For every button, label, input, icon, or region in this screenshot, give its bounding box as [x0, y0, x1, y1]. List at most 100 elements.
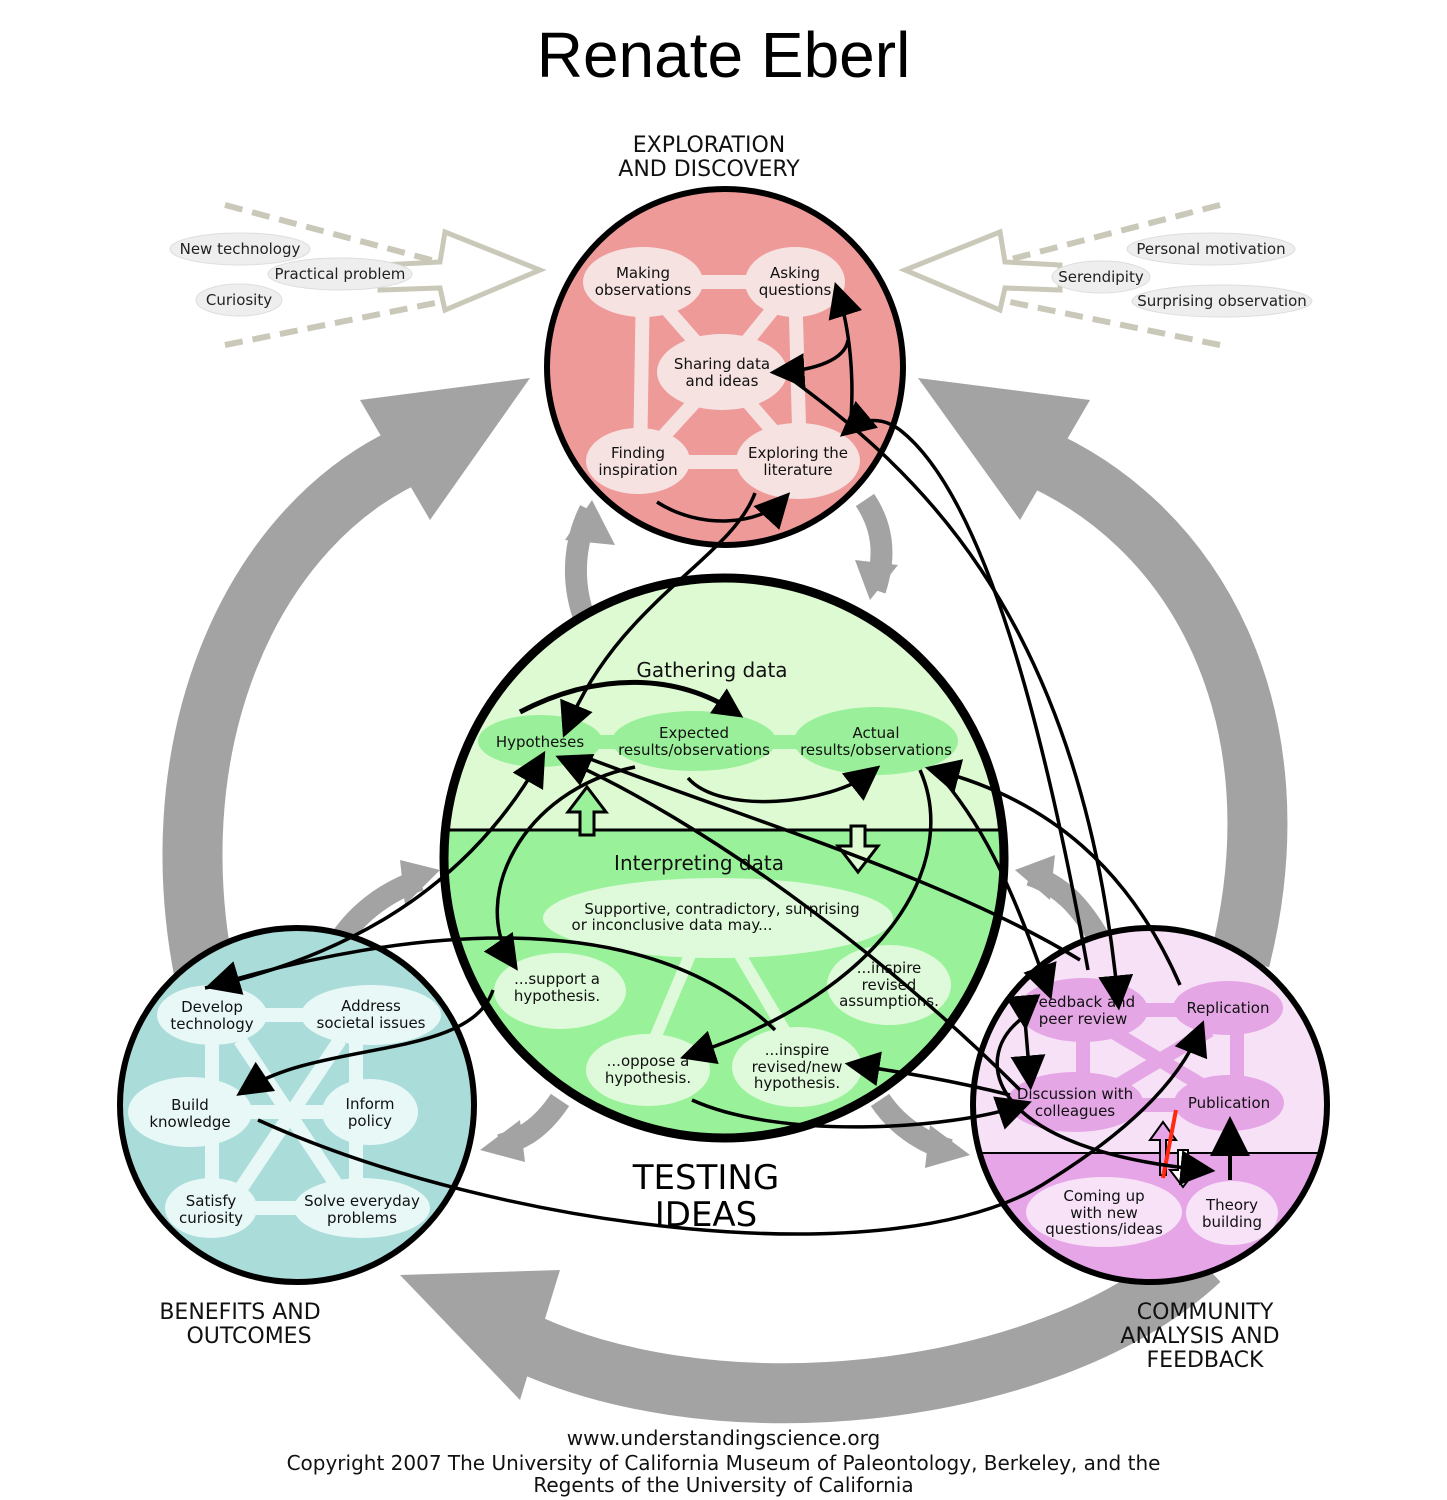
node-theory-building: Theory building	[1186, 1181, 1278, 1245]
svg-text:literature: literature	[763, 461, 832, 479]
arrow-oppose-to-discussion	[691, 1096, 1032, 1130]
svg-text:hypothesis.: hypothesis.	[754, 1074, 840, 1092]
svg-text:Making: Making	[616, 264, 670, 282]
svg-text:Finding: Finding	[611, 444, 665, 462]
input-arrow-right	[898, 228, 1063, 314]
svg-text:Asking: Asking	[770, 264, 820, 282]
flow-arrows	[204, 281, 1216, 1236]
node-support-hypothesis: ...support a hypothesis.	[494, 953, 626, 1029]
node-coming-up-questions: Coming up with new questions/ideas	[1026, 1177, 1182, 1247]
community-title-line-2: ANALYSIS AND	[1120, 1324, 1279, 1349]
svg-text:results/observations: results/observations	[800, 741, 952, 759]
arrow-hypotheses-to-expected	[518, 679, 744, 718]
node-replication: Replication	[1173, 981, 1283, 1035]
testing-title-line-1: TESTING	[632, 1158, 779, 1198]
input-bubble-personal-motivation: Personal motivation	[1126, 232, 1296, 266]
connector-arrowhead	[565, 500, 615, 545]
connector-arrowhead	[1015, 855, 1055, 900]
footer-copyright: Copyright 2007 The University of Califor…	[0, 1452, 1447, 1496]
svg-text:Develop: Develop	[181, 998, 243, 1016]
svg-text:Build: Build	[171, 1096, 209, 1114]
svg-text:colleagues: colleagues	[1035, 1102, 1115, 1120]
cycle-arrowhead-top-right	[918, 378, 1090, 520]
arrow-discussion-to-hypotheses	[555, 753, 1022, 1092]
arrow-actual-to-feedback	[933, 768, 1057, 1000]
arrow-sharing-to-feedback	[788, 376, 1134, 1011]
node-making-observations: Making observations	[583, 247, 703, 317]
svg-text:Practical problem: Practical problem	[275, 265, 406, 283]
arrow-discussion-to-inspire	[844, 1051, 1011, 1097]
arrow-loop-to-theory	[995, 1018, 1216, 1186]
arrow-actual-to-oppose	[680, 769, 933, 1065]
svg-text:Surprising observation: Surprising observation	[1137, 292, 1307, 310]
arrow-questions-to-sharing	[769, 339, 850, 389]
svg-text:observations: observations	[595, 281, 692, 299]
community-title-line-3: FEEDBACK	[1147, 1348, 1265, 1373]
svg-text:Replication: Replication	[1186, 999, 1269, 1017]
node-actual-results: Actual results/observations	[794, 707, 958, 775]
connector-arrowhead	[925, 1125, 970, 1168]
input-bubble-surprising-observation: Surprising observation	[1131, 284, 1313, 318]
community-title-line-1: COMMUNITY	[1137, 1300, 1274, 1325]
benefits-title-line-1: BENEFITS AND	[159, 1300, 320, 1325]
benefits-title-line-2: OUTCOMES	[186, 1324, 311, 1349]
svg-text:knowledge: knowledge	[149, 1113, 230, 1131]
community-section: Feedback and peer review Replication Dis…	[970, 925, 1330, 1373]
node-inspire-hypothesis: ...inspire revised/new hypothesis.	[732, 1027, 862, 1107]
svg-text:Exploring the: Exploring the	[748, 444, 848, 462]
connector-arrowhead	[480, 1120, 525, 1162]
svg-text:curiosity: curiosity	[179, 1209, 243, 1227]
svg-text:Serendipity: Serendipity	[1058, 268, 1144, 286]
footer-copyright-line-2: Regents of the University of California	[533, 1473, 914, 1497]
svg-text:questions/ideas: questions/ideas	[1045, 1220, 1163, 1238]
node-discussion-colleagues: Discussion with colleagues	[1007, 1072, 1143, 1132]
footer-copyright-line-1: Copyright 2007 The University of Califor…	[286, 1451, 1161, 1475]
arrow-expected-to-actual	[686, 765, 881, 804]
node-build-knowledge: Build knowledge	[128, 1077, 252, 1147]
svg-text:...oppose a: ...oppose a	[607, 1052, 690, 1070]
svg-text:societal issues: societal issues	[317, 1014, 426, 1032]
input-arrows: New technology Practical problem Curiosi…	[169, 202, 1313, 348]
cycle-arrow-community-to-benefits	[485, 1237, 1221, 1424]
svg-text:Theory: Theory	[1205, 1196, 1258, 1214]
svg-text:assumptions.: assumptions.	[839, 992, 939, 1010]
svg-text:...support a: ...support a	[514, 970, 600, 988]
cycle-arrow-exploration-to-community	[1008, 422, 1288, 968]
svg-text:technology: technology	[170, 1015, 253, 1033]
input-bubble-curiosity: Curiosity	[195, 283, 283, 317]
svg-text:Actual: Actual	[853, 724, 900, 742]
svg-text:New technology: New technology	[180, 240, 301, 258]
svg-text:Expected: Expected	[659, 724, 729, 742]
connector-arrowhead	[855, 560, 898, 600]
arrow-expected-to-support	[483, 765, 636, 971]
exploration-title-line-1: EXPLORATION	[633, 133, 785, 158]
benefits-section: Develop technology Address societal issu…	[117, 925, 477, 1349]
node-sharing-data: Sharing data and ideas	[657, 334, 787, 410]
input-bubble-serendipity: Serendipity	[1051, 260, 1151, 294]
svg-text:Solve everyday: Solve everyday	[304, 1192, 420, 1210]
input-dashed-lines-right	[999, 202, 1221, 348]
svg-text:building: building	[1202, 1213, 1262, 1231]
node-satisfy-curiosity: Satisfy curiosity	[165, 1178, 257, 1238]
svg-text:policy: policy	[348, 1112, 392, 1130]
svg-text:Inform: Inform	[346, 1095, 395, 1113]
cycle-arrowhead-bottom	[400, 1270, 560, 1400]
node-inspire-assumptions: ...inspire revised assumptions.	[827, 945, 951, 1025]
arrow-build-to-replication	[257, 1020, 1208, 1236]
node-hypotheses: Hypotheses	[478, 715, 602, 767]
svg-text:Address: Address	[341, 997, 401, 1015]
node-expected-results: Expected results/observations	[612, 711, 776, 771]
svg-text:Coming up: Coming up	[1063, 1187, 1144, 1205]
input-bubble-practical-problem: Practical problem	[267, 257, 413, 291]
node-inform-policy: Inform policy	[322, 1079, 418, 1145]
svg-text:peer review: peer review	[1039, 1010, 1128, 1028]
input-dashed-lines-left	[224, 202, 451, 348]
hollow-up-arrow-testing	[564, 784, 610, 837]
gathering-data-title: Gathering data	[636, 658, 787, 682]
svg-text:hypothesis.: hypothesis.	[605, 1069, 691, 1087]
footer-url: www.understandingscience.org	[566, 1426, 881, 1450]
arrow-support-to-build	[236, 989, 495, 1096]
node-feedback-peer-review: Feedback and peer review	[1018, 978, 1148, 1042]
input-bubble-new-technology: New technology	[169, 232, 311, 266]
